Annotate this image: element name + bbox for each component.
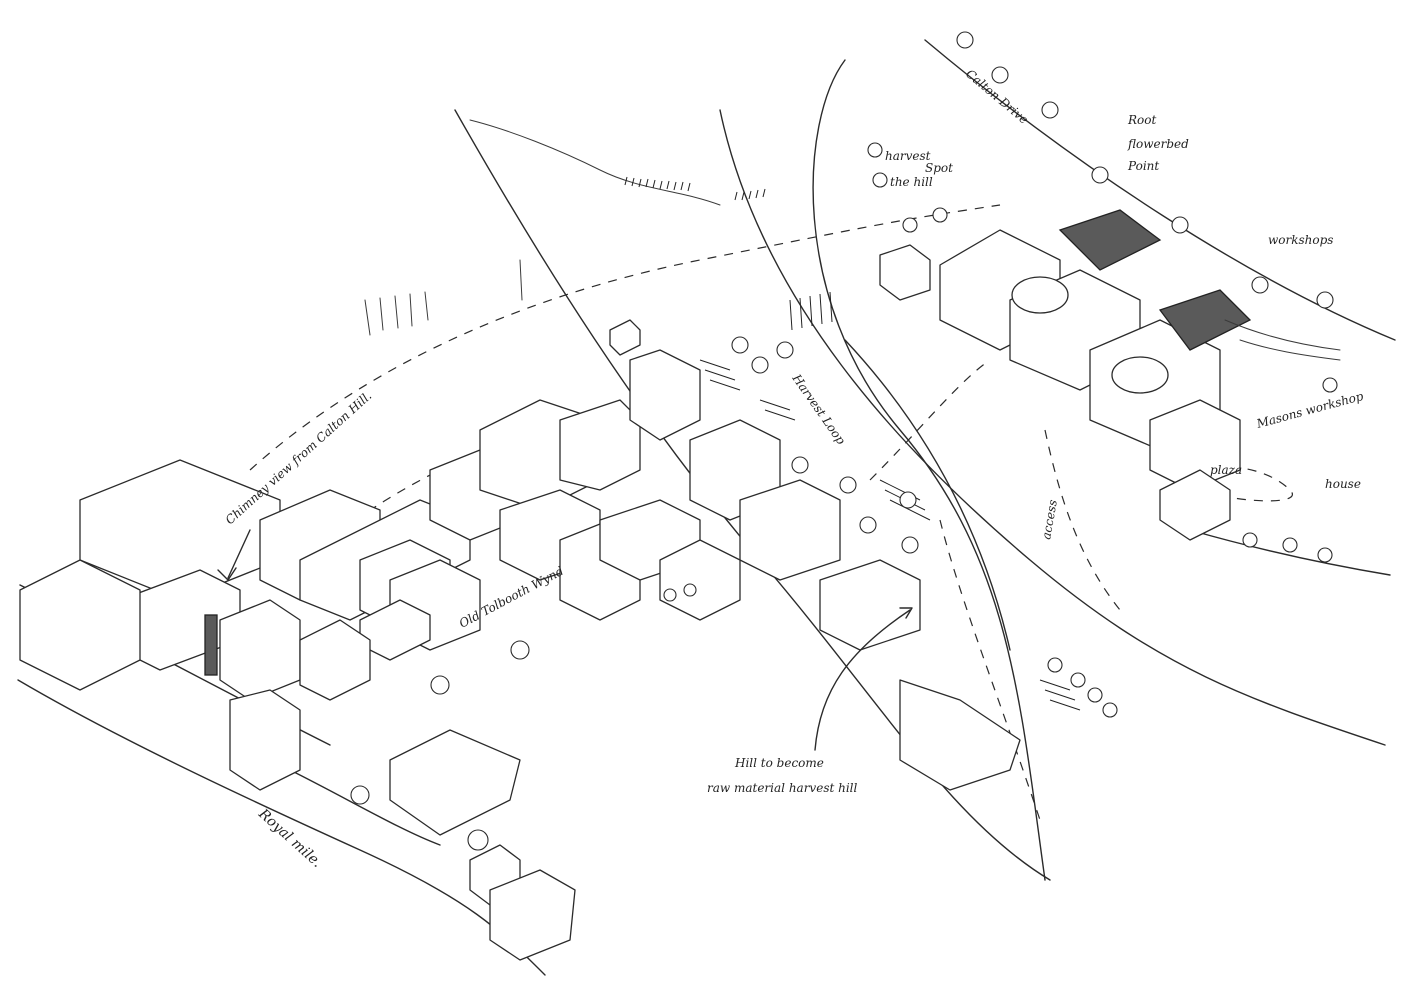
- label-hill-note-2: raw material harvest hill: [707, 781, 858, 795]
- label-house: house: [1325, 477, 1361, 491]
- label-plaza: plaza: [1210, 463, 1242, 477]
- label-workshops: workshops: [1268, 233, 1333, 247]
- annotation-arrows: [217, 529, 913, 751]
- label-root-2: flowerbed: [1127, 137, 1189, 151]
- hill-edge: [364, 119, 766, 336]
- label-harvest-spot-2: Spot: [925, 161, 953, 175]
- label-masons-workshop: Masons workshop: [1254, 389, 1365, 431]
- valley-lines: [454, 39, 1396, 881]
- label-royal-mile: Royal mile.: [255, 805, 325, 871]
- left-building-cluster: [19, 399, 701, 961]
- label-harvest-spot-1: harvest: [885, 149, 931, 163]
- label-hill-note-1: Hill to become: [734, 756, 824, 770]
- label-harvest-loop: Harvest Loop: [789, 371, 848, 447]
- label-access: access: [1039, 499, 1060, 541]
- label-root-3: Point: [1127, 159, 1159, 173]
- trees: [350, 31, 1338, 851]
- label-the-hill: the hill: [890, 175, 933, 189]
- right-civic-complex: [879, 209, 1341, 541]
- label-root-1: Root: [1127, 113, 1156, 127]
- middle-building-cluster: [609, 319, 1021, 791]
